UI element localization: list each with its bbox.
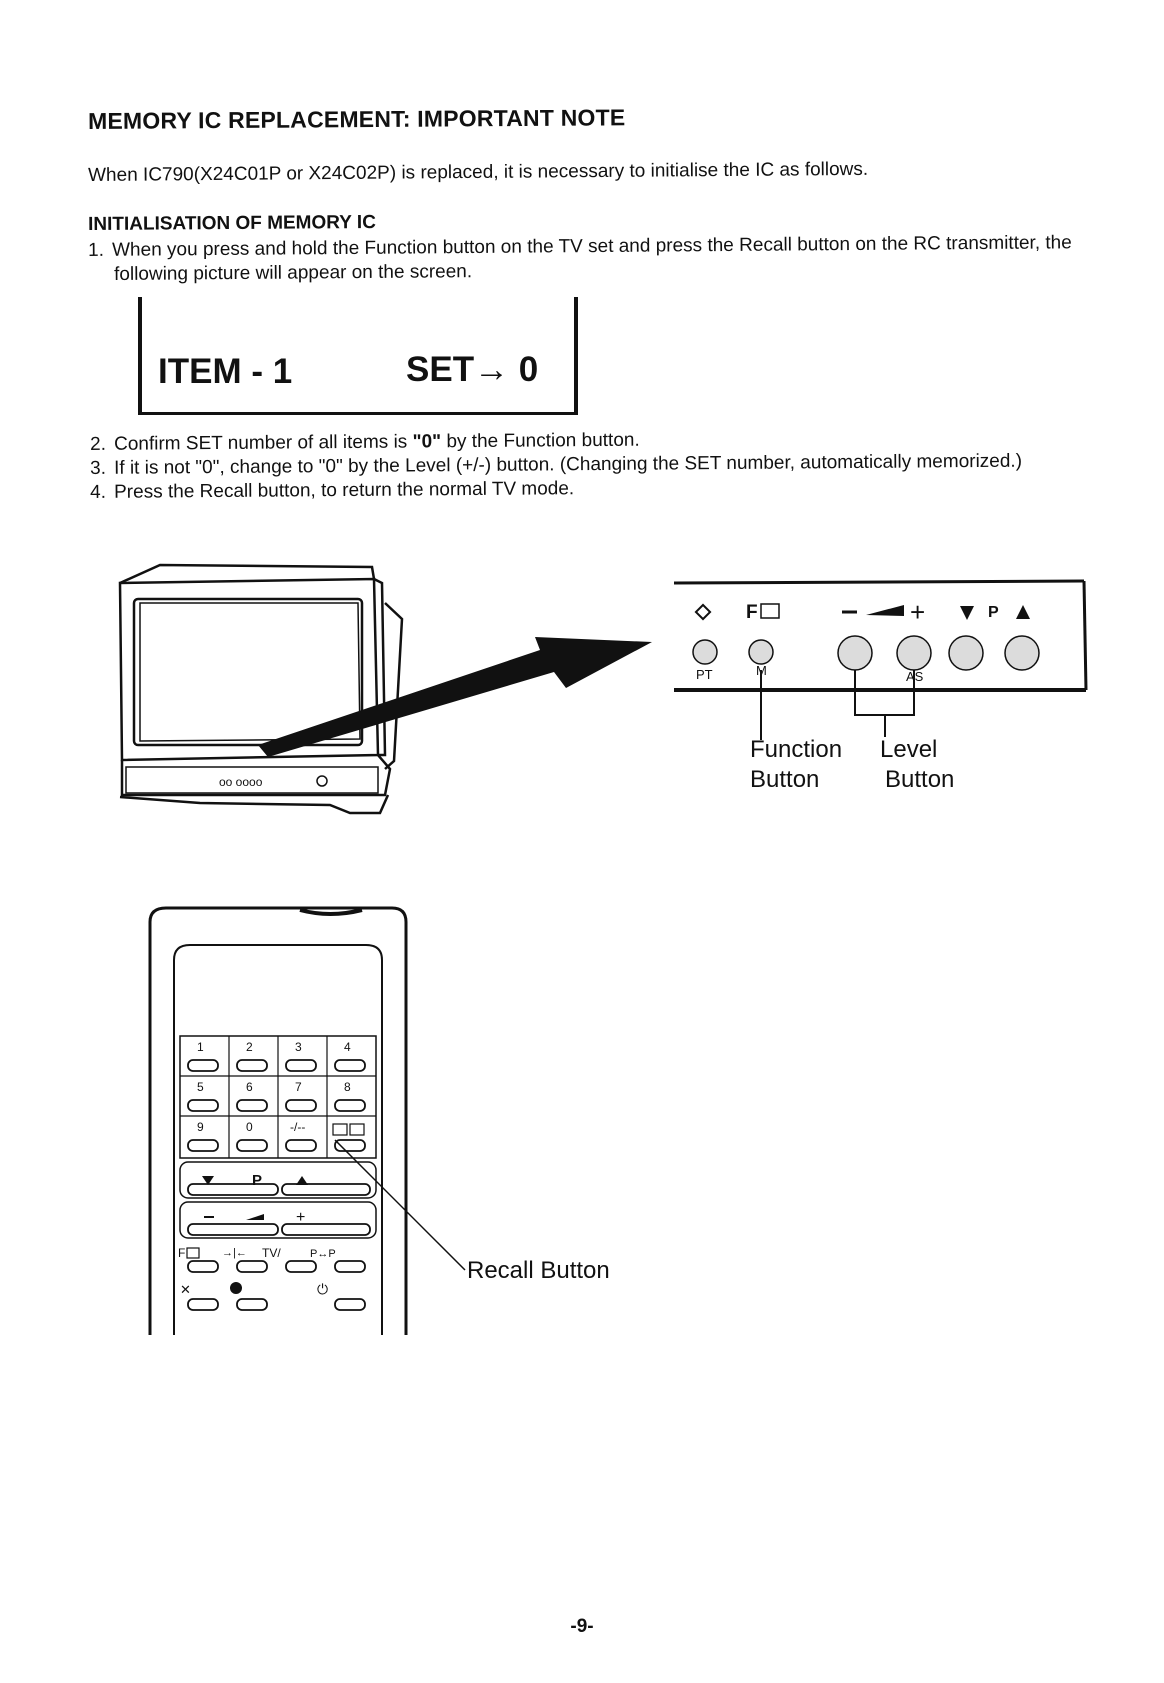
teletext-icon xyxy=(332,1123,348,1136)
step-1-continued: following picture will appear on the scr… xyxy=(114,261,472,286)
key-7-button[interactable] xyxy=(285,1099,317,1112)
function-button[interactable] xyxy=(748,639,774,665)
timer-key[interactable] xyxy=(236,1260,268,1273)
timer-icon: →|← xyxy=(222,1247,247,1259)
function-caption-line2: Button xyxy=(750,766,819,793)
power-icon: ⏻ xyxy=(317,1281,328,1297)
step-text: following picture will appear on the scr… xyxy=(114,261,473,285)
program-up-icon xyxy=(1016,605,1030,619)
step-2: 2. Confirm SET number of all items is "0"… xyxy=(90,430,640,456)
key-9-button[interactable] xyxy=(187,1139,219,1152)
picture-key[interactable] xyxy=(236,1298,268,1311)
key-4-label: 4 xyxy=(344,1040,351,1054)
recall-caption: Recall Button xyxy=(467,1257,610,1284)
picture-icon xyxy=(230,1282,242,1294)
step-number: 2. xyxy=(90,433,107,455)
remote-control-illustration: 1 2 3 4 5 6 7 8 9 0 -/-- xyxy=(148,906,610,1335)
key-7-label: 7 xyxy=(295,1080,302,1094)
step-text: Confirm SET number of all items is xyxy=(113,431,413,455)
step-text: by the Function button. xyxy=(441,429,640,453)
remote-p-down-icon xyxy=(202,1176,214,1185)
osd-set-label: SET→ 0 xyxy=(406,350,539,389)
pt-button[interactable] xyxy=(692,639,718,665)
level-caption-line2: Button xyxy=(885,766,954,793)
p-swap-key[interactable] xyxy=(334,1260,366,1273)
step-4: 4. Press the Recall button, to return the… xyxy=(90,478,574,504)
section-subheading: INITIALISATION OF MEMORY IC xyxy=(88,211,376,235)
step-text: If it is not "0", change to "0" by the L… xyxy=(113,450,1023,479)
step-text: When you press and hold the Function but… xyxy=(111,232,1072,261)
tv-control-panel: F + P PT M AS Function Button Level Butt… xyxy=(673,579,1088,793)
remote-f-label: F xyxy=(178,1246,185,1260)
remote-p-label: P xyxy=(252,1172,262,1189)
menu-box-icon xyxy=(760,603,780,619)
key-8-label: 8 xyxy=(344,1080,351,1094)
key-6-label: 6 xyxy=(246,1080,253,1094)
mute-key[interactable] xyxy=(187,1298,219,1311)
remote-volume-icon xyxy=(246,1214,264,1220)
osd-screen-box xyxy=(138,297,578,415)
tv-av-key[interactable] xyxy=(285,1260,317,1273)
step-number: 4. xyxy=(90,481,107,503)
key-1-label: 1 xyxy=(197,1040,204,1054)
program-down-key[interactable] xyxy=(187,1183,279,1196)
step-number: 3. xyxy=(90,457,107,479)
mute-icon: ✕ xyxy=(180,1282,191,1297)
key-dash-button[interactable] xyxy=(285,1139,317,1152)
key-0-label: 0 xyxy=(246,1120,253,1134)
tv-front-buttons-label: oo oooo xyxy=(219,775,263,789)
step-number: 1. xyxy=(88,239,105,261)
key-4-button[interactable] xyxy=(334,1059,366,1072)
step-3: 3. If it is not "0", change to "0" by the… xyxy=(90,451,1022,480)
remote-tv-label: TV/ xyxy=(262,1246,281,1260)
key-5-label: 5 xyxy=(197,1080,204,1094)
remote-menu-icon xyxy=(186,1247,200,1259)
svg-text:+: + xyxy=(910,597,925,627)
teletext-y-icon xyxy=(349,1123,365,1136)
volume-icon: + xyxy=(842,597,925,627)
pt-label: PT xyxy=(696,667,713,682)
step-1: 1. When you press and hold the Function b… xyxy=(88,232,1072,262)
key-6-button[interactable] xyxy=(236,1099,268,1112)
program-down-button[interactable] xyxy=(948,635,984,671)
function-caption-line1: Function xyxy=(750,736,842,763)
volume-up-button[interactable] xyxy=(896,635,932,671)
key-2-label: 2 xyxy=(246,1040,253,1054)
remote-p-up-icon xyxy=(296,1176,308,1185)
remote-plus-icon: + xyxy=(296,1209,305,1226)
program-up-button[interactable] xyxy=(1004,635,1040,671)
level-caption-line1: Level xyxy=(880,736,937,763)
program-p-label: P xyxy=(988,604,999,621)
key-1-button[interactable] xyxy=(187,1059,219,1072)
key-9-label: 9 xyxy=(197,1120,204,1134)
intro-text: When IC790(X24C01P or X24C02P) is replac… xyxy=(88,158,869,186)
step-text: Press the Recall button, to return the n… xyxy=(113,478,575,503)
page-number: -9- xyxy=(570,1616,594,1637)
remote-pp-label: P↔P xyxy=(310,1248,336,1260)
osd-item-label: ITEM - 1 xyxy=(158,352,293,391)
step-bold: "0" xyxy=(412,431,442,453)
program-up-key[interactable] xyxy=(281,1183,371,1196)
key-dash-label: -/-- xyxy=(290,1120,305,1134)
recall-pointer-line xyxy=(334,1139,466,1271)
power-key[interactable] xyxy=(334,1298,366,1311)
key-3-label: 3 xyxy=(295,1040,302,1054)
volume-down-key[interactable] xyxy=(187,1223,279,1236)
key-3-button[interactable] xyxy=(285,1059,317,1072)
function-symbol: F xyxy=(746,602,758,623)
key-5-button[interactable] xyxy=(187,1099,219,1112)
diamond-icon xyxy=(694,603,712,621)
key-0-button[interactable] xyxy=(236,1139,268,1152)
function-key[interactable] xyxy=(187,1260,219,1273)
volume-up-key[interactable] xyxy=(281,1223,371,1236)
page-heading: MEMORY IC REPLACEMENT: IMPORTANT NOTE xyxy=(88,104,626,134)
key-8-button[interactable] xyxy=(334,1099,366,1112)
key-2-button[interactable] xyxy=(236,1059,268,1072)
volume-down-button[interactable] xyxy=(837,635,873,671)
tv-set-illustration: oo oooo xyxy=(118,563,652,815)
program-down-icon xyxy=(960,606,974,620)
